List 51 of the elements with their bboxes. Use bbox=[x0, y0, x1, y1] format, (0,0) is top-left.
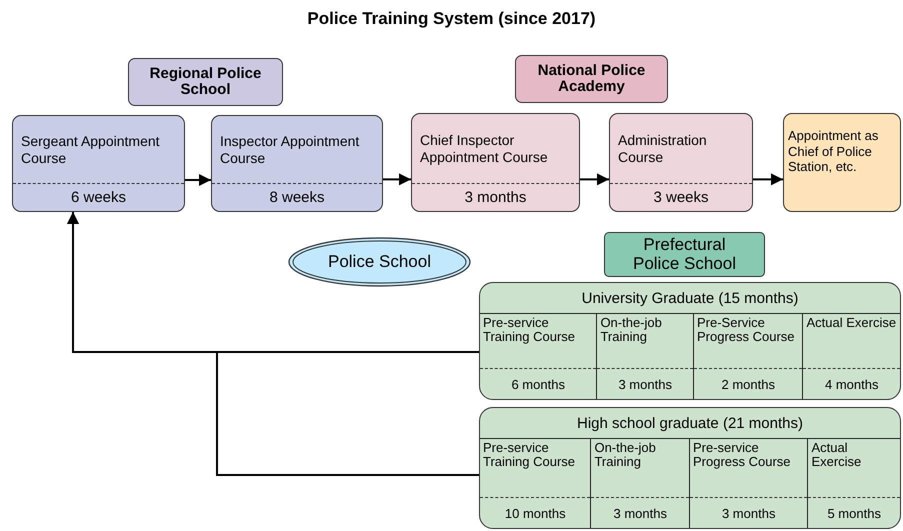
course-cell bbox=[692, 314, 802, 399]
label-text: Actual Exercise bbox=[806, 315, 896, 330]
label-text: High school graduate (21 months) bbox=[577, 414, 803, 432]
arrow bbox=[580, 173, 609, 186]
label-text: 10 months bbox=[504, 506, 566, 520]
school-ellipse bbox=[288, 237, 471, 287]
label-text: 3 weeks bbox=[653, 189, 709, 206]
label-text: Sergeant Appointment Course bbox=[21, 132, 161, 166]
label-text: 5 months bbox=[827, 506, 881, 520]
label-text: On-the-job Training bbox=[594, 440, 656, 469]
label-text: University Graduate (15 months) bbox=[582, 290, 798, 306]
label-text: 6 weeks bbox=[70, 189, 126, 206]
school-label-box: Prefectural Police School bbox=[604, 232, 765, 277]
label-text: 3 months bbox=[618, 376, 672, 392]
label-text: Inspector Appointment Course bbox=[220, 132, 360, 166]
label-text: Actual Exercise bbox=[811, 440, 862, 469]
course-box bbox=[211, 115, 383, 212]
label-text: Police School bbox=[328, 252, 431, 271]
label-text: 8 weeks bbox=[269, 189, 325, 206]
track-panel bbox=[479, 407, 901, 529]
label-text: Pre-service Progress Course bbox=[693, 440, 791, 469]
label-text: Pre-service Training Course bbox=[483, 440, 576, 469]
school-label-box: National Police Academy bbox=[515, 55, 668, 103]
label-text: 6 months bbox=[511, 376, 565, 392]
course-cell bbox=[689, 439, 808, 528]
label-text: Pre-service Training Course bbox=[483, 315, 576, 344]
label-text: Appointment as Chief of Police Station, etc. bbox=[788, 128, 880, 175]
arrow bbox=[753, 173, 783, 186]
label-text: 3 months bbox=[722, 506, 776, 520]
outcome-box bbox=[783, 113, 901, 212]
label-text: 4 months bbox=[824, 376, 878, 392]
course-box bbox=[609, 113, 753, 212]
diagram-title: Police Training System (since 2017) bbox=[306, 9, 597, 29]
label-text: Chief Inspector Appointment Course bbox=[420, 132, 549, 166]
course-cell bbox=[802, 314, 900, 399]
arrow bbox=[67, 212, 479, 476]
label-text: 3 months bbox=[613, 506, 667, 520]
arrow bbox=[383, 173, 411, 186]
course-cell bbox=[807, 439, 900, 528]
course-cell bbox=[596, 314, 693, 399]
course-cell bbox=[590, 439, 689, 528]
school-label-box: Regional Police School bbox=[128, 58, 283, 106]
label-text: 3 months bbox=[464, 189, 526, 206]
track-panel bbox=[479, 282, 901, 400]
arrow bbox=[185, 174, 211, 186]
label-text: 2 months bbox=[721, 376, 775, 392]
label-text: Pre-Service Progress Course bbox=[696, 315, 795, 344]
label-text: Administration Course bbox=[618, 132, 708, 166]
course-box bbox=[411, 113, 580, 212]
course-box bbox=[12, 115, 185, 212]
label-text: On-the-job Training bbox=[600, 315, 662, 344]
